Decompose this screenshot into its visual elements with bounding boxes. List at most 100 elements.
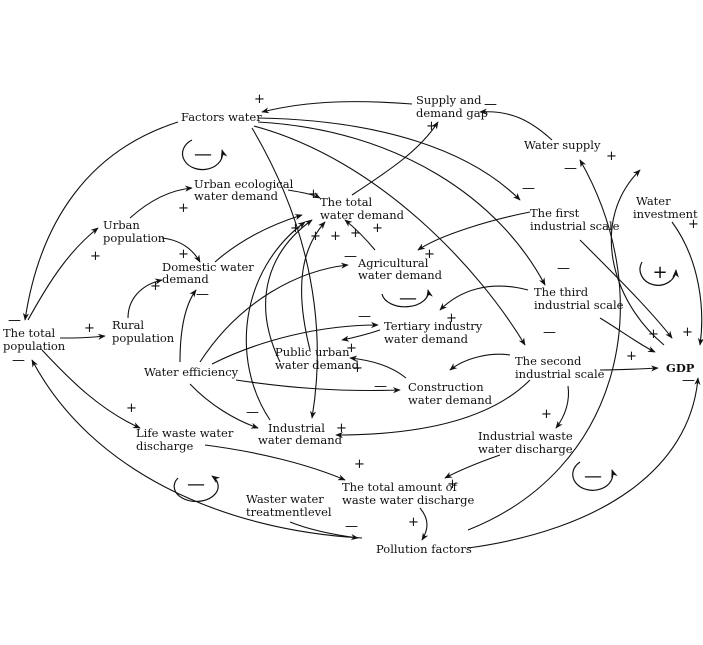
sign-minus: —: [543, 325, 556, 340]
svg-text:Life waste water: Life waste water: [136, 426, 234, 440]
svg-text:investment: investment: [633, 207, 698, 221]
edges: [22, 101, 703, 549]
edge-treatment-to-pollution: [289, 521, 359, 541]
sign-plus: +: [688, 217, 699, 232]
sign-plus: +: [408, 515, 419, 530]
node-total-water-demand: The total water demand: [320, 195, 405, 222]
node-third-industrial: The third industrial scale: [534, 285, 624, 312]
svg-text:water demand: water demand: [320, 208, 405, 222]
loop-markers: — + — — —: [173, 139, 679, 502]
edge-agricultural-to-total: [344, 219, 376, 251]
svg-text:discharge: discharge: [136, 439, 194, 453]
edge-third-to-tertiary: [439, 285, 529, 311]
svg-text:demand: demand: [162, 272, 209, 286]
sign-plus: +: [447, 477, 458, 492]
svg-text:water discharge: water discharge: [478, 442, 573, 456]
edge-pollution-to-gdp: [467, 377, 701, 549]
edge-industrial-demand-to-total: [245, 221, 306, 421]
svg-text:population: population: [103, 231, 166, 245]
sign-plus: +: [541, 407, 552, 422]
svg-text:water demand: water demand: [358, 268, 443, 282]
sign-plus: +: [178, 201, 189, 216]
sign-minus: —: [344, 249, 357, 264]
edge-factors-to-industrial-demand: [251, 127, 318, 419]
edge-efficiency-to-agricultural: [199, 262, 349, 363]
svg-text:Urban ecological: Urban ecological: [194, 177, 294, 191]
sign-plus: +: [446, 311, 457, 326]
sign-plus: +: [424, 247, 435, 262]
sign-minus: —: [682, 373, 695, 388]
edge-rural-to-domestic: [127, 278, 163, 319]
svg-text:Public urban: Public urban: [275, 345, 350, 359]
svg-text:water demand: water demand: [194, 189, 279, 203]
svg-text:industrial scale: industrial scale: [530, 219, 620, 233]
edge-gap-to-factors-water: [261, 101, 413, 114]
node-rural-population: Rural population: [112, 318, 175, 345]
svg-text:+: +: [652, 262, 667, 283]
sign-plus: +: [372, 221, 383, 236]
edge-investment-to-gdp: [671, 221, 703, 346]
svg-text:population: population: [112, 331, 175, 345]
sign-plus: +: [336, 421, 347, 436]
node-total-population: The total population: [3, 326, 66, 353]
svg-text:Water: Water: [636, 194, 671, 208]
svg-text:water demand: water demand: [384, 332, 469, 346]
sign-minus: —: [358, 309, 371, 324]
sign-minus: —: [484, 97, 497, 112]
edge-population-to-life-waste: [41, 349, 141, 429]
edge-life-waste-to-total-waste: [204, 444, 346, 481]
edge-total-demand-to-gap: [351, 121, 439, 196]
svg-text:Agricultural: Agricultural: [357, 256, 429, 270]
svg-text:water demand: water demand: [275, 358, 360, 372]
svg-text:Construction: Construction: [408, 380, 484, 394]
edge-construction-to-public: [349, 355, 407, 379]
sign-minus: —: [8, 313, 21, 328]
sign-plus: +: [308, 187, 319, 202]
edge-second-to-industrial-demand: [335, 379, 531, 439]
sign-plus: +: [84, 321, 95, 336]
edge-tertiary-to-public: [341, 329, 381, 342]
node-second-industrial: The second industrial scale: [515, 354, 605, 381]
edge-efficiency-to-construction: [235, 379, 401, 394]
svg-text:treatmentlevel: treatmentlevel: [246, 505, 332, 519]
svg-text:population: population: [3, 339, 66, 353]
svg-text:Industrial waste: Industrial waste: [478, 429, 573, 443]
edge-pollution-to-total-population: [31, 359, 363, 539]
loop-balancing-life-waste: —: [173, 474, 221, 502]
sign-plus: +: [626, 349, 637, 364]
sign-plus: +: [350, 226, 361, 241]
node-urban-population: Urban population: [103, 218, 166, 245]
sign-plus: +: [648, 327, 659, 342]
svg-text:Waster water: Waster water: [246, 492, 324, 506]
node-tertiary-demand: Tertiary industry water demand: [384, 319, 483, 346]
edge-factors-to-first-industrial: [257, 117, 521, 201]
edge-second-to-construction: [449, 353, 511, 371]
svg-text:Rural: Rural: [112, 318, 144, 332]
edge-total-waste-to-pollution: [419, 507, 429, 541]
edge-third-to-gdp: [599, 317, 656, 353]
svg-text:—: —: [584, 466, 602, 487]
node-urban-eco-demand: Urban ecological water demand: [194, 177, 294, 203]
loop-balancing-industrial-waste: —: [572, 461, 618, 491]
edge-factors-to-third-industrial: [257, 121, 546, 286]
node-factors-water: Factors water: [181, 110, 262, 124]
edge-efficiency-to-industrial-demand: [189, 383, 259, 429]
svg-text:industrial scale: industrial scale: [515, 367, 605, 381]
svg-text:Domestic water: Domestic water: [162, 260, 254, 274]
edge-urban-to-domestic: [161, 237, 201, 263]
svg-text:The total: The total: [320, 195, 373, 209]
node-labels: Factors water Supply and demand gap Wate…: [3, 93, 698, 556]
sign-plus: +: [352, 361, 363, 376]
loop-balancing-agricultural: —: [381, 288, 433, 309]
sign-minus: —: [12, 353, 25, 368]
svg-text:Tertiary industry: Tertiary industry: [384, 319, 483, 333]
sign-plus: +: [290, 221, 301, 236]
node-pollution-factors: Pollution factors: [376, 542, 472, 556]
edge-gdp-to-investment: [610, 169, 665, 346]
svg-text:The second: The second: [515, 354, 582, 368]
node-water-investment: Water investment: [633, 194, 698, 221]
sign-minus: —: [522, 181, 535, 196]
sign-plus: +: [606, 149, 617, 164]
svg-text:Supply and: Supply and: [416, 93, 482, 107]
